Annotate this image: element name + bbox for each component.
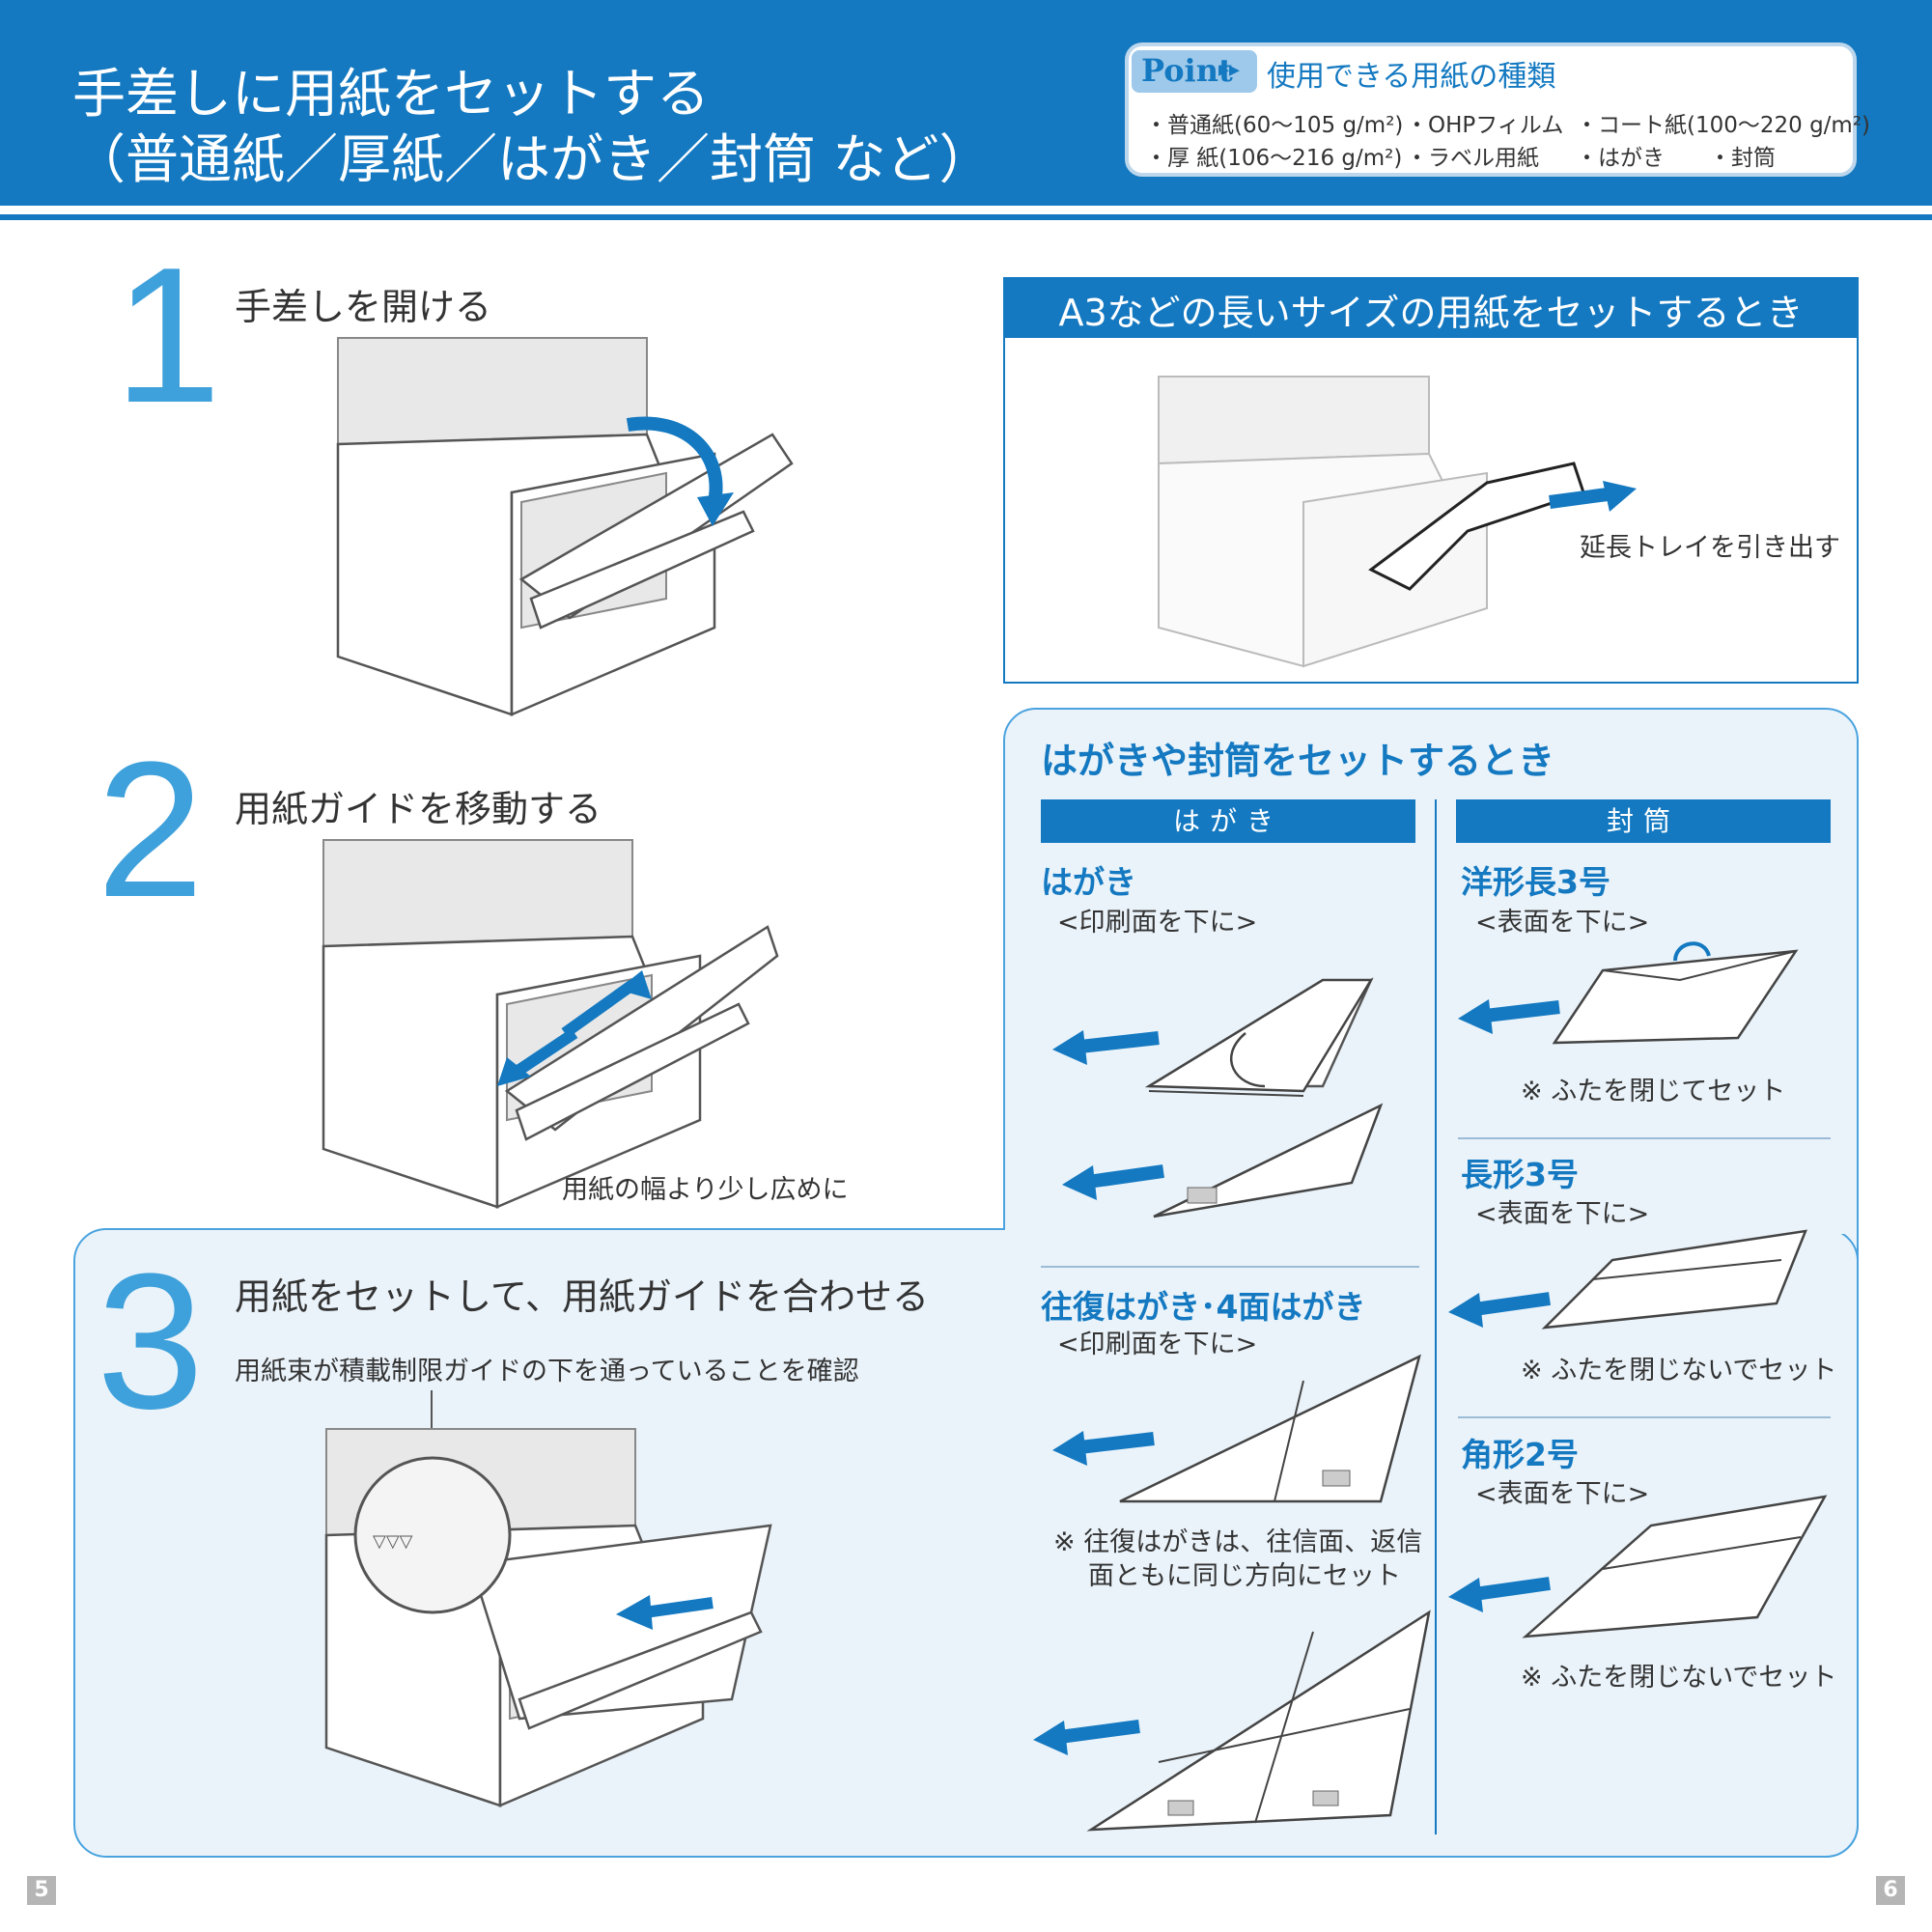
paper-type-label: ・ラベル用紙 bbox=[1406, 146, 1539, 171]
printer-open-tray-illustration bbox=[336, 337, 794, 716]
envelope-naga3-label: 長形3号 bbox=[1461, 1156, 1579, 1193]
printer-extension-tray-illustration bbox=[1158, 376, 1585, 668]
a3-title: A3などの長いサイズの用紙をセットするとき bbox=[1058, 292, 1804, 334]
envelope-kaku2-face: <表面を下に> bbox=[1475, 1479, 1650, 1509]
pull-arrow bbox=[1549, 481, 1637, 512]
reply-postcard-label: 往復はがき･4面はがき bbox=[1041, 1288, 1366, 1326]
point-badge bbox=[1132, 50, 1257, 93]
paper-type-ohp: ・OHPフィルム bbox=[1406, 113, 1564, 138]
envelope-kaku2-label: 角形2号 bbox=[1461, 1436, 1579, 1473]
step1-number: 1 bbox=[114, 228, 222, 443]
a3-header-band bbox=[1005, 279, 1857, 338]
postcard-stack-illustration bbox=[1052, 977, 1384, 1218]
page-title-line2: （普通紙／厚紙／はがき／封筒 など） bbox=[72, 128, 993, 190]
postcard-face: <印刷面を下に> bbox=[1057, 908, 1258, 938]
step2-note: 用紙の幅より少し広めに bbox=[562, 1175, 849, 1205]
postcard-envelope-heading: はがきや封筒をセットするとき bbox=[1041, 740, 1555, 782]
section-rule bbox=[1041, 1266, 1419, 1268]
step1-title: 手差しを開ける bbox=[235, 286, 492, 328]
reply-postcard-note-line2: 面ともに同じ方向にセット bbox=[1088, 1561, 1401, 1591]
column-header-postcard: はがき bbox=[1041, 799, 1415, 843]
printer-set-paper-illustration: ▽▽▽ bbox=[324, 1428, 772, 1807]
step3-title: 用紙をセットして、用紙ガイドを合わせる bbox=[235, 1275, 929, 1318]
envelope-you-naga3-label: 洋形長3号 bbox=[1461, 863, 1610, 901]
point-badge-text: Point bbox=[1141, 52, 1233, 89]
paper-type-plain: ・普通紙(60～105 g/m²) bbox=[1145, 113, 1404, 138]
envelope-naga3-note: ※ ふたを閉じないでセット bbox=[1521, 1356, 1837, 1386]
column-divider bbox=[1435, 799, 1437, 1834]
reply-postcard-illustration bbox=[1052, 1354, 1421, 1503]
page-number-right: 6 bbox=[1876, 1876, 1905, 1905]
envelope-you-naga3-face: <表面を下に> bbox=[1475, 908, 1650, 938]
step3-number: 3 bbox=[97, 1234, 205, 1449]
header-rule bbox=[0, 214, 1932, 220]
page-title-line1: 手差しに用紙をセットする bbox=[72, 63, 711, 125]
paper-type-envelope: ・封筒 bbox=[1709, 146, 1776, 171]
svg-text:▽▽▽: ▽▽▽ bbox=[373, 1531, 413, 1552]
envelope-naga3-face: <表面を下に> bbox=[1475, 1199, 1650, 1229]
reply-postcard-note-line1: ※ 往復はがきは、往信面、返信 bbox=[1053, 1527, 1423, 1557]
envelope-kaku2-illustration bbox=[1448, 1495, 1828, 1638]
a3-caption: 延長トレイを引き出す bbox=[1580, 533, 1840, 563]
paper-type-coated: ・コート紙(100～220 g/m²) bbox=[1576, 113, 1871, 138]
section-rule-3 bbox=[1458, 1416, 1831, 1418]
four-panel-postcard-illustration bbox=[1033, 1610, 1431, 1832]
printer-move-guide-illustration bbox=[322, 839, 779, 1209]
step2-title: 用紙ガイドを移動する bbox=[235, 788, 602, 830]
column-header-envelope: 封筒 bbox=[1456, 799, 1831, 843]
point-title: 使用できる用紙の種類 bbox=[1267, 60, 1556, 94]
section-rule-2 bbox=[1458, 1137, 1831, 1139]
double-arrow-icon: ▸▸ bbox=[1218, 58, 1241, 82]
reply-postcard-face: <印刷面を下に> bbox=[1057, 1330, 1258, 1359]
paper-type-postcard: ・はがき bbox=[1576, 146, 1665, 171]
envelope-you-naga3-note: ※ ふたを閉じてセット bbox=[1521, 1077, 1786, 1106]
envelope-naga3-illustration bbox=[1448, 1229, 1807, 1330]
step2-number: 2 bbox=[97, 722, 205, 938]
panel-join bbox=[1005, 1224, 1857, 1234]
envelope-kaku2-note: ※ ふたを閉じないでセット bbox=[1521, 1663, 1837, 1693]
envelope-you-naga3-illustration bbox=[1458, 941, 1799, 1045]
postcard-label: はがき bbox=[1041, 863, 1136, 901]
step3-note: 用紙束が積載制限ガイドの下を通っていることを確認 bbox=[235, 1357, 859, 1386]
paper-type-thick: ・厚 紙(106～216 g/m²) bbox=[1145, 146, 1403, 171]
page-number-left: 5 bbox=[27, 1876, 56, 1905]
